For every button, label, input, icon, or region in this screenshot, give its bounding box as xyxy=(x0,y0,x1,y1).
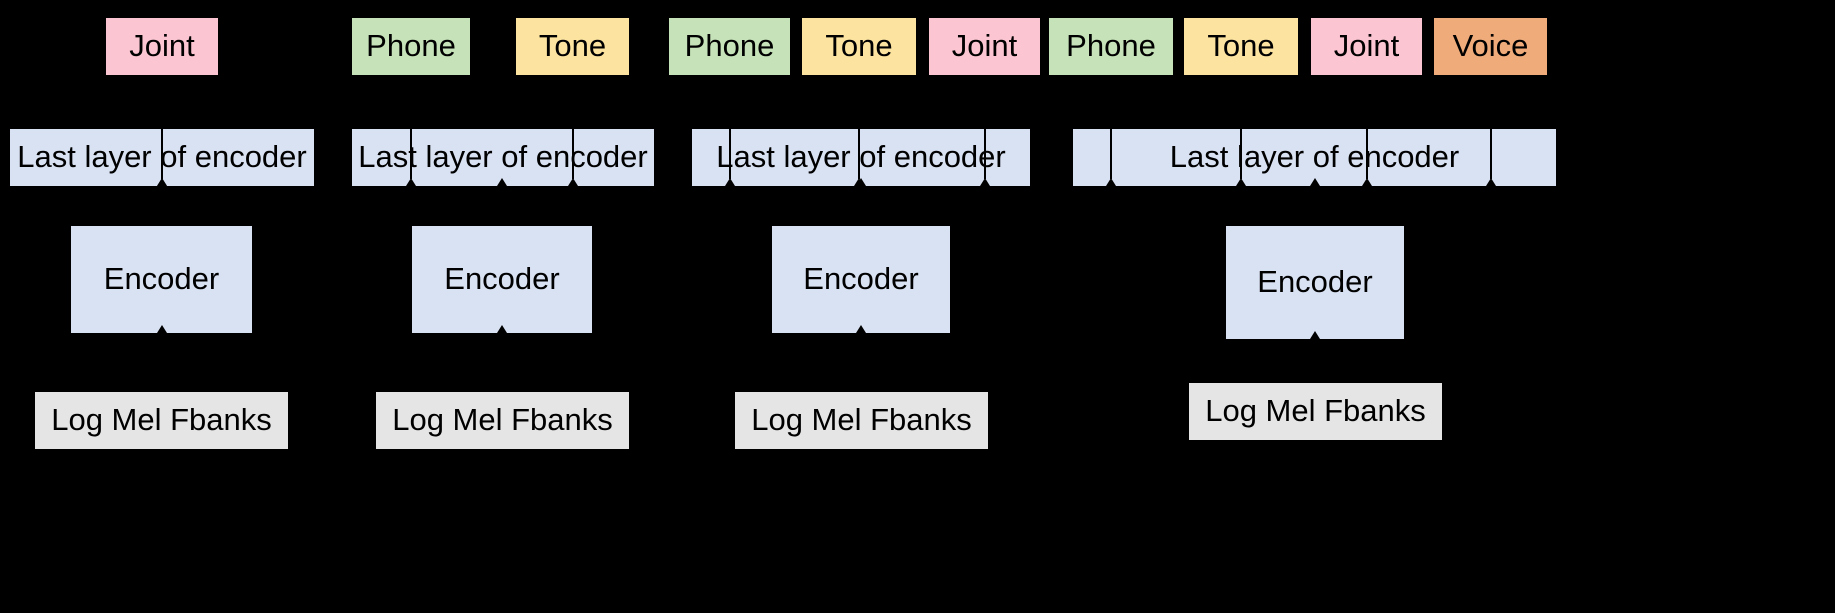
head-box-tone[interactable]: Tone xyxy=(516,18,629,75)
arrow-lastlayer-to-head-2-1-line xyxy=(410,75,412,179)
head-box-tone[interactable]: Tone xyxy=(1184,18,1298,75)
arrow-lastlayer-to-head-3-1-line xyxy=(728,75,731,179)
arrow-lastlayer-to-head-4-2-head xyxy=(1236,178,1246,186)
head-box-phone[interactable]: Phone xyxy=(352,18,470,75)
fbanks-box: Log Mel Fbanks xyxy=(376,392,629,449)
last-layer-box: Last layer of encoder xyxy=(1073,129,1556,186)
encoder-box: Encoder xyxy=(772,226,950,333)
arrow-fbanks-to-encoder-3-head xyxy=(856,325,866,333)
arrow-lastlayer-to-head-4-1-head xyxy=(1106,178,1116,186)
arrow-lastlayer-to-head-1-1-line xyxy=(161,75,163,179)
arrow-lastlayer-to-head-3-3-head xyxy=(979,178,990,186)
arrow-lastlayer-to-head-4-4-head xyxy=(1485,178,1496,186)
arrow-fbanks-to-encoder-4-head xyxy=(1310,331,1320,339)
head-box-voice[interactable]: Voice xyxy=(1434,18,1547,75)
arrow-lastlayer-to-head-4-3-head xyxy=(1361,178,1372,186)
arrow-lastlayer-to-head-3-2-line xyxy=(858,75,860,179)
arrow-lastlayer-to-head-3-2-head xyxy=(854,178,864,186)
head-box-phone[interactable]: Phone xyxy=(669,18,790,75)
head-box-phone[interactable]: Phone xyxy=(1049,18,1173,75)
fbanks-box: Log Mel Fbanks xyxy=(735,392,988,449)
encoder-box: Encoder xyxy=(71,226,252,333)
arrow-lastlayer-to-head-4-4-line xyxy=(1489,75,1492,179)
arrow-encoder-to-lastlayer-4-head xyxy=(1310,178,1320,186)
arrow-lastlayer-to-head-4-2-line xyxy=(1240,75,1242,179)
encoder-box: Encoder xyxy=(1226,226,1404,339)
head-box-joint[interactable]: Joint xyxy=(106,18,218,75)
fbanks-box: Log Mel Fbanks xyxy=(1189,383,1442,440)
last-layer-box: Last layer of encoder xyxy=(352,129,654,186)
fbanks-box: Log Mel Fbanks xyxy=(35,392,288,449)
head-box-joint[interactable]: Joint xyxy=(929,18,1040,75)
arrow-lastlayer-to-head-4-1-line xyxy=(1110,75,1112,179)
arrow-lastlayer-to-head-3-1-head xyxy=(724,178,735,186)
arrow-encoder-to-lastlayer-2-head xyxy=(497,178,507,186)
encoder-box: Encoder xyxy=(412,226,592,333)
arrow-lastlayer-to-head-2-1-head xyxy=(406,178,416,186)
head-box-joint[interactable]: Joint xyxy=(1311,18,1422,75)
arrow-lastlayer-to-head-3-3-line xyxy=(983,75,986,179)
arrow-fbanks-to-encoder-1-head xyxy=(156,325,167,333)
arrow-lastlayer-to-head-4-3-line xyxy=(1365,75,1368,179)
head-box-tone[interactable]: Tone xyxy=(802,18,916,75)
last-layer-box: Last layer of encoder xyxy=(692,129,1030,186)
arrow-fbanks-to-encoder-2-head xyxy=(497,325,507,333)
arrow-lastlayer-to-head-2-2-line xyxy=(571,75,574,179)
arrow-lastlayer-to-head-2-2-head xyxy=(567,178,578,186)
arrow-lastlayer-to-head-1-1-head xyxy=(157,178,167,186)
